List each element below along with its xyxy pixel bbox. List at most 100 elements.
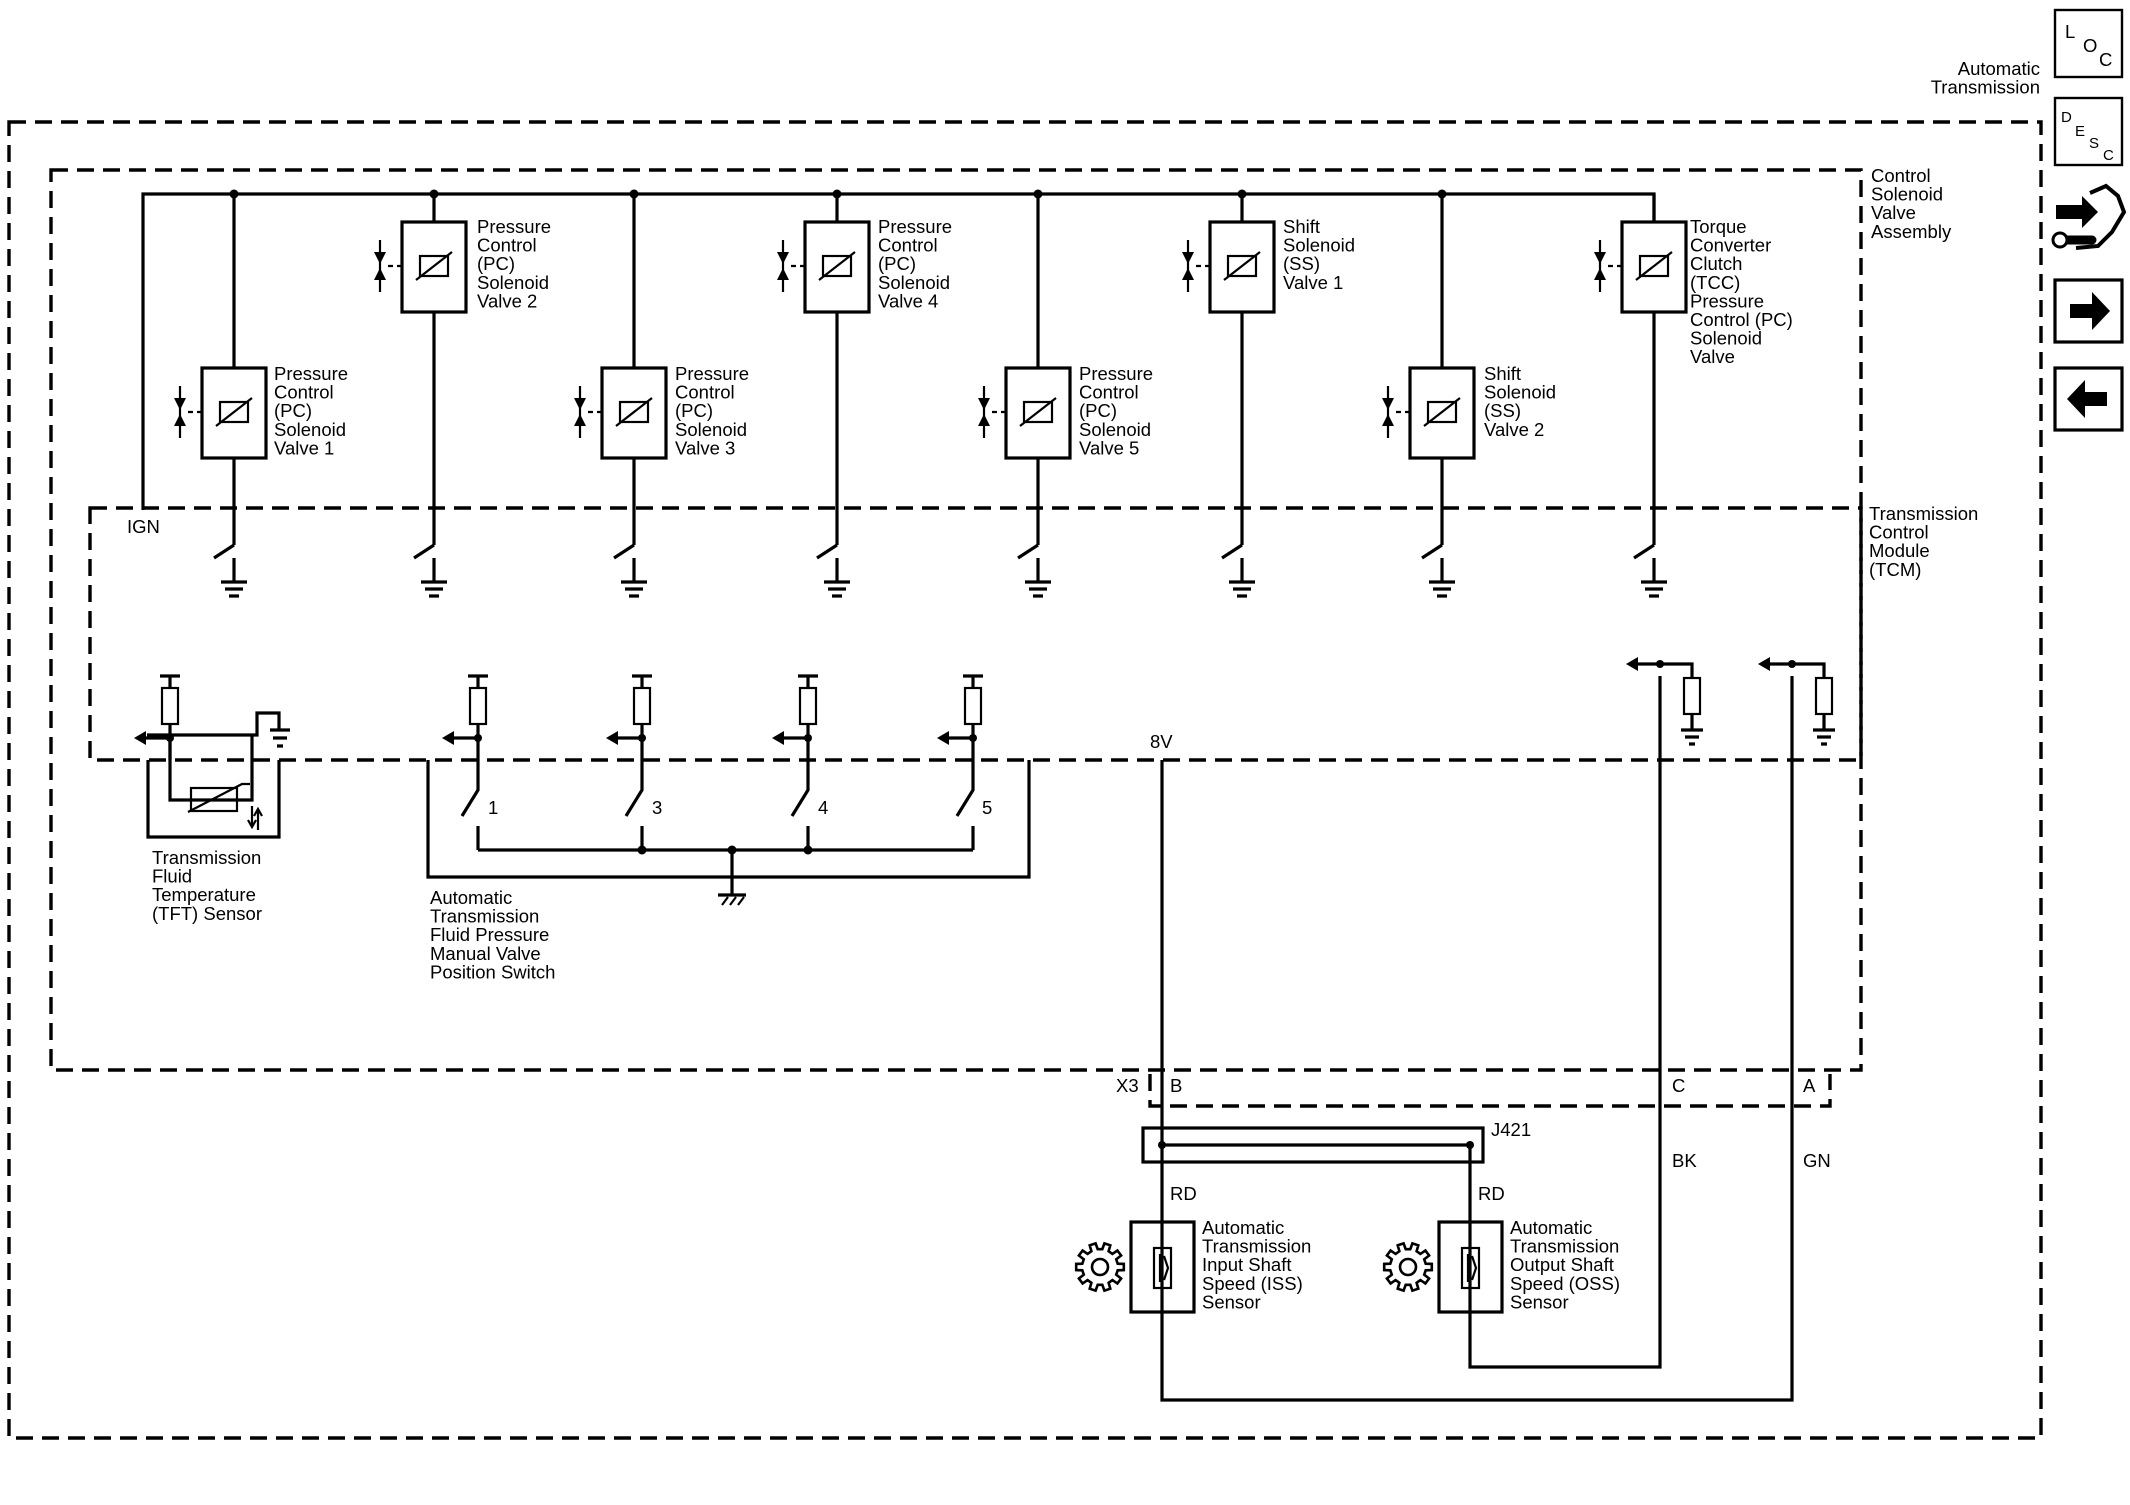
next-arrow-button[interactable] xyxy=(2053,278,2124,344)
tcm-boundary xyxy=(88,506,1863,762)
oss-sensor-body xyxy=(1437,1220,1504,1314)
svg-text:(PC): (PC) xyxy=(675,400,713,421)
solenoid-pc1 xyxy=(174,194,268,545)
speed-input-2 xyxy=(1758,657,1835,746)
svg-text:Control: Control xyxy=(1079,382,1139,403)
svg-text:Torque: Torque xyxy=(1690,216,1747,237)
svg-text:Pressure: Pressure xyxy=(274,363,348,384)
pin-a-label: A xyxy=(1803,1075,1816,1096)
switch-position-4: 4 xyxy=(818,797,828,818)
bk-label: BK xyxy=(1672,1150,1697,1171)
solenoid-pc2 xyxy=(374,194,468,545)
svg-text:Solenoid: Solenoid xyxy=(675,419,747,440)
oss-gear-icon xyxy=(1382,1241,1434,1293)
svg-text:Control: Control xyxy=(1871,165,1931,186)
svg-text:O: O xyxy=(2083,35,2097,56)
svg-text:(PC): (PC) xyxy=(878,253,916,274)
svg-text:Solenoid: Solenoid xyxy=(1871,184,1943,205)
svg-text:Control: Control xyxy=(477,235,537,256)
gn-label: GN xyxy=(1803,1150,1831,1171)
voltage-label: 8V xyxy=(1150,731,1173,752)
pullup-resistor-2 xyxy=(442,674,488,850)
svg-text:(TCM): (TCM) xyxy=(1869,559,1921,580)
system-boundary xyxy=(7,120,2043,1440)
svg-text:Transmission: Transmission xyxy=(1202,1236,1311,1257)
low-side-driver-3 xyxy=(613,543,647,598)
svg-text:C: C xyxy=(2103,147,2114,164)
svg-text:Module: Module xyxy=(1869,540,1930,561)
iss-gear-icon xyxy=(1074,1241,1126,1293)
svg-text:Control: Control xyxy=(1869,522,1929,543)
svg-text:Solenoid: Solenoid xyxy=(878,272,950,293)
svg-text:Control: Control xyxy=(274,382,334,403)
svg-text:Transmission: Transmission xyxy=(1931,77,2040,98)
svg-text:Sensor: Sensor xyxy=(1510,1291,1569,1312)
svg-text:RD: RD xyxy=(1478,1183,1505,1204)
svg-text:Valve 2: Valve 2 xyxy=(1484,419,1544,440)
svg-text:Valve 4: Valve 4 xyxy=(878,290,938,311)
svg-text:X3: X3 xyxy=(1116,1075,1139,1096)
previous-arrow-button[interactable] xyxy=(2053,366,2124,432)
svg-text:Clutch: Clutch xyxy=(1690,253,1742,274)
pullup-resistor-1 xyxy=(134,674,180,760)
svg-text:Input Shaft: Input Shaft xyxy=(1202,1254,1291,1275)
switch-position-1: 1 xyxy=(488,797,498,818)
loc-button[interactable]: L O C xyxy=(2053,8,2124,79)
low-side-driver-6 xyxy=(1221,543,1255,598)
low-side-driver-1 xyxy=(213,543,247,598)
svg-text:Pressure: Pressure xyxy=(1079,363,1153,384)
x3-label: X3 xyxy=(1116,1075,1139,1096)
svg-text:3: 3 xyxy=(652,797,662,818)
svg-text:(TFT) Sensor: (TFT) Sensor xyxy=(152,903,262,924)
svg-text:Speed (OSS): Speed (OSS) xyxy=(1510,1273,1620,1294)
svg-text:(PC): (PC) xyxy=(477,253,515,274)
svg-text:J421: J421 xyxy=(1491,1119,1531,1140)
svg-text:BK: BK xyxy=(1672,1150,1697,1171)
svg-text:Solenoid: Solenoid xyxy=(1283,235,1355,256)
switch-position-5: 5 xyxy=(982,797,992,818)
svg-text:L: L xyxy=(2065,21,2075,42)
svg-text:Fluid Pressure: Fluid Pressure xyxy=(430,924,549,945)
solenoid-ss1 xyxy=(1182,194,1276,545)
svg-text:(PC): (PC) xyxy=(274,400,312,421)
ign-label: IGN xyxy=(127,516,160,537)
svg-text:Sensor: Sensor xyxy=(1202,1291,1261,1312)
svg-text:Valve: Valve xyxy=(1871,202,1916,223)
low-side-driver-8 xyxy=(1633,543,1667,598)
svg-text:Pressure: Pressure xyxy=(878,216,952,237)
svg-text:Automatic: Automatic xyxy=(1958,58,2040,79)
connector-wrench-icon[interactable] xyxy=(2051,183,2127,250)
solenoid-label-tcc: TorqueConverterClutch(TCC)PressureContro… xyxy=(1690,216,1793,367)
x3-connector-outline xyxy=(1148,1074,1832,1108)
j421-label: J421 xyxy=(1491,1119,1531,1140)
svg-text:Automatic: Automatic xyxy=(1510,1217,1592,1238)
svg-text:Automatic: Automatic xyxy=(1202,1217,1284,1238)
svg-text:S: S xyxy=(2089,135,2099,152)
desc-button[interactable]: D E S C xyxy=(2053,96,2124,167)
pullup-resistor-5 xyxy=(937,674,983,850)
svg-text:1: 1 xyxy=(488,797,498,818)
solenoid-pc4 xyxy=(777,194,871,545)
svg-text:Solenoid: Solenoid xyxy=(274,419,346,440)
rd-label-oss: RD xyxy=(1478,1183,1505,1204)
svg-text:Valve 1: Valve 1 xyxy=(1283,272,1343,293)
pin-c-label: C xyxy=(1672,1075,1685,1096)
solenoid-pc3 xyxy=(574,194,668,545)
low-side-driver-5 xyxy=(1017,543,1051,598)
svg-text:Converter: Converter xyxy=(1690,235,1771,256)
svg-text:5: 5 xyxy=(982,797,992,818)
svg-text:Output Shaft: Output Shaft xyxy=(1510,1254,1614,1275)
svg-text:Control: Control xyxy=(675,382,735,403)
switch-position-3: 3 xyxy=(652,797,662,818)
svg-text:Transmission: Transmission xyxy=(152,847,261,868)
